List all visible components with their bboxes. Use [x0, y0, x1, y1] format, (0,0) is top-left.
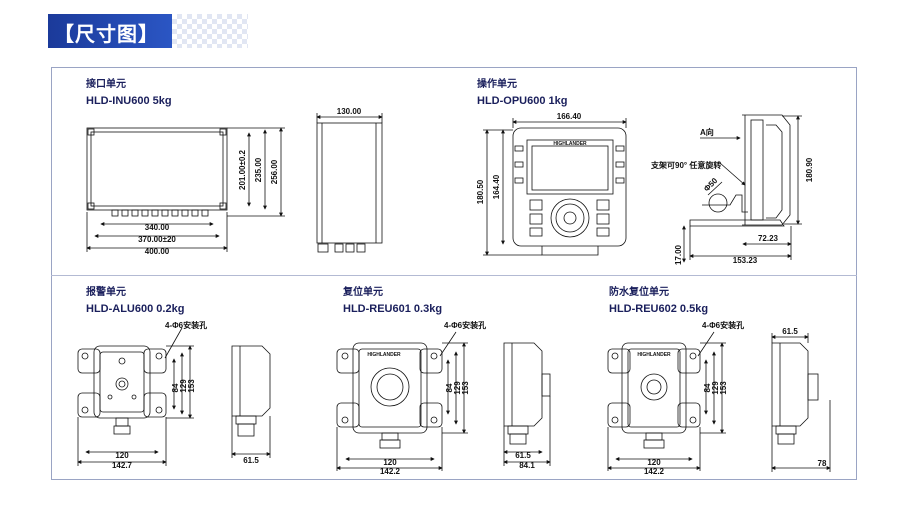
dim-r2-78: 78	[818, 459, 827, 468]
dim-opu-164: 164.40	[492, 174, 501, 199]
unit-model: HLD-REU602 0.5kg	[609, 303, 709, 315]
unit-model: HLD-INU600 5kg	[86, 95, 172, 107]
unit-title: 防水复位单元	[609, 287, 669, 298]
dim-alu-mount-hole: 4-Φ6安装孔	[165, 320, 207, 330]
dim-opu-166: 166.40	[557, 112, 582, 121]
section-header: 【尺寸图】	[48, 14, 248, 48]
dim-alu-120: 120	[115, 451, 129, 460]
header-pattern	[172, 14, 248, 48]
dim-r1-mount-hole: 4-Φ6安装孔	[444, 320, 486, 330]
dim-opu-a-direction: A向	[700, 127, 714, 137]
dim-r1-84: 84	[445, 383, 454, 392]
reu601-brand-label: HIGHLANDER	[367, 352, 401, 358]
dim-alu-84: 84	[171, 383, 180, 392]
unit-label-reu602: 防水复位单元 HLD-REU602 0.5kg	[609, 286, 708, 316]
unit-title: 接口单元	[86, 79, 126, 90]
reu601-side-view	[503, 342, 551, 466]
dim-inu-130: 130.00	[337, 107, 362, 116]
unit-model: HLD-REU601 0.3kg	[343, 303, 443, 315]
unit-label-inu: 接口单元 HLD-INU600 5kg	[86, 78, 172, 108]
unit-label-reu601: 复位单元 HLD-REU601 0.3kg	[343, 286, 442, 316]
inu-front-view	[86, 127, 285, 252]
unit-label-alu: 报警单元 HLD-ALU600 0.2kg	[86, 286, 184, 316]
drawing-panel	[51, 67, 857, 480]
row-divider	[51, 275, 857, 276]
reu602-front-view	[607, 331, 726, 471]
dim-r1-61: 61.5	[515, 451, 531, 460]
dim-opu-17: 17.00	[674, 244, 683, 265]
unit-title: 报警单元	[86, 287, 126, 298]
dim-r2-142: 142.2	[644, 467, 665, 476]
dim-inu-256: 256.00	[270, 159, 279, 184]
opu-brand-label: HIGHLANDER	[553, 141, 587, 147]
unit-label-opu: 操作单元 HLD-OPU600 1kg	[477, 78, 567, 108]
dim-alu-142: 142.7	[112, 461, 133, 470]
dim-r2-153: 153	[719, 381, 728, 395]
alu-side-view	[231, 345, 271, 458]
dim-r1-153: 153	[461, 381, 470, 395]
unit-title: 复位单元	[343, 287, 383, 298]
reu602-side-view	[771, 333, 831, 472]
unit-model: HLD-ALU600 0.2kg	[86, 303, 185, 315]
dim-r1-129: 129	[453, 381, 462, 395]
header-bar	[48, 14, 172, 48]
section-title: 【尺寸图】	[54, 24, 159, 46]
dim-opu-72: 72.23	[758, 234, 779, 243]
dim-r2-61: 61.5	[782, 327, 798, 336]
dim-opu-rotate-note: 支架可90° 任意旋转	[650, 160, 721, 170]
dim-opu-180: 180.50	[476, 179, 485, 204]
dim-r1-142: 142.2	[380, 467, 401, 476]
dim-opu-153: 153.23	[733, 256, 758, 265]
dim-r1-120: 120	[383, 458, 397, 467]
dim-inu-400: 400.00	[145, 247, 170, 256]
inu-side-view	[316, 113, 383, 253]
dim-r2-mount-hole: 4-Φ6安装孔	[702, 320, 744, 330]
reu601-front-view	[336, 331, 468, 471]
unit-title: 操作单元	[477, 79, 517, 90]
alu-front-view	[77, 327, 194, 466]
reu602-brand-label: HIGHLANDER	[637, 352, 671, 358]
dim-alu-153: 153	[187, 379, 196, 393]
dim-alu-129: 129	[179, 379, 188, 393]
dim-r2-129: 129	[711, 381, 720, 395]
opu-side-view	[682, 114, 802, 263]
dim-r2-84: 84	[703, 383, 712, 392]
dim-r2-120: 120	[647, 458, 661, 467]
dim-opu-180r: 180.90	[805, 157, 814, 182]
dim-r1-84-side: 84.1	[519, 461, 535, 470]
unit-model: HLD-OPU600 1kg	[477, 95, 568, 107]
dim-inu-340: 340.00	[145, 223, 170, 232]
dim-alu-61: 61.5	[243, 456, 259, 465]
opu-front-view	[483, 118, 627, 256]
dim-inu-201: 201.00±0.2	[238, 149, 247, 190]
dim-inu-370: 370.00±20	[138, 235, 176, 244]
dim-opu-phi: Φ50	[702, 176, 720, 194]
dim-inu-235: 235.00	[254, 157, 263, 182]
